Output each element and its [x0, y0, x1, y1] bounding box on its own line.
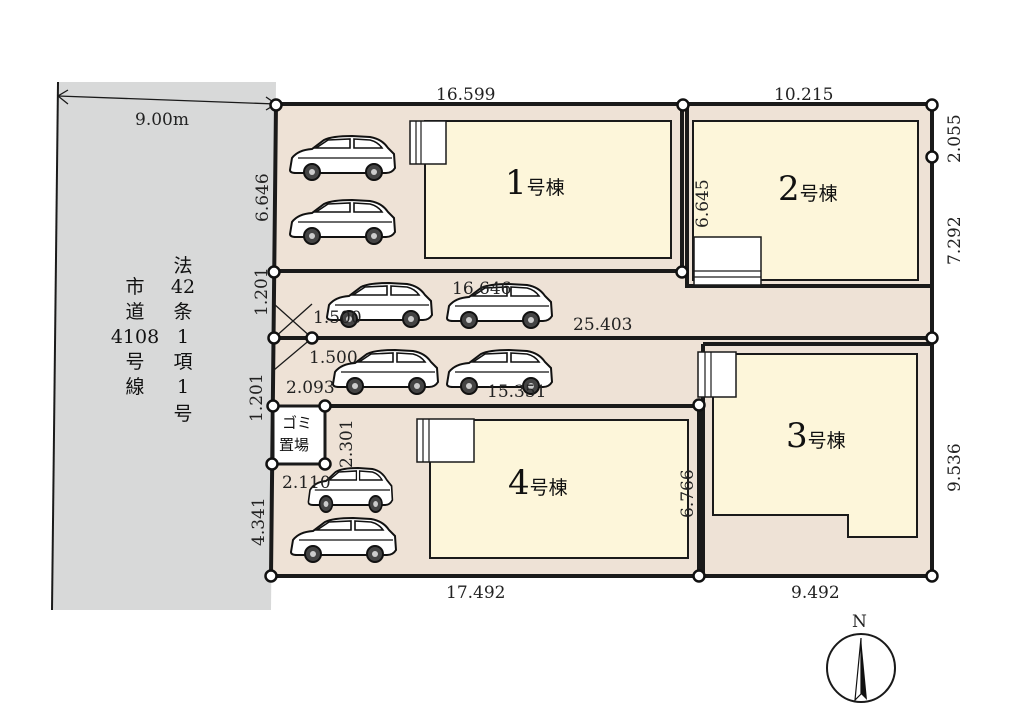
house-3 [712, 353, 918, 538]
dim-right-lot2: 7.292 [945, 216, 965, 265]
svg-text:道: 道 [125, 301, 144, 323]
road-width-label: 9.00m [135, 110, 189, 130]
svg-text:市: 市 [125, 276, 144, 298]
dim-lane-middle: 25.403 [573, 315, 632, 335]
dim-lane2-length: 15.351 [487, 382, 546, 402]
garbage-label-line1: ゴミ [282, 414, 312, 432]
svg-text:条: 条 [173, 301, 192, 323]
svg-text:号: 号 [125, 351, 144, 373]
dim-lane1-length: 16.646 [452, 279, 511, 299]
dim-right-top: 2.055 [945, 114, 965, 163]
compass-needle-icon [861, 638, 867, 700]
dim-left-lot1: 6.646 [253, 173, 273, 222]
dim-lot2-left: 6.645 [693, 179, 713, 228]
road-width-arrow-left [56, 89, 69, 105]
svg-text:42: 42 [171, 276, 195, 298]
dim-left-lot4: 4.341 [249, 497, 269, 546]
road-area [52, 82, 276, 610]
garbage-area [271, 404, 327, 466]
dim-top-lot1: 16.599 [436, 85, 495, 105]
house-4-entry [416, 418, 475, 463]
house-2-entry [693, 236, 762, 286]
dim-bottom-lot3: 9.492 [791, 583, 840, 603]
house-3-label: 3号棟 [786, 416, 846, 456]
svg-text:項: 項 [173, 351, 192, 373]
road-law-text: 法 42 条 1 項 1 号 [171, 255, 195, 425]
corner-cut-line [273, 337, 313, 371]
corner-cut-line [273, 303, 313, 339]
dim-bottom-lot4: 17.492 [446, 583, 505, 603]
dim-top-lot2: 10.215 [774, 85, 833, 105]
compass-needle-icon [854, 637, 862, 702]
svg-text:法: 法 [173, 255, 192, 277]
house-2-label: 2号棟 [778, 169, 838, 209]
dim-diagonal-2: 1.500 [309, 348, 358, 368]
dim-left-lane1: 1.201 [252, 267, 272, 316]
boundary-markers [264, 98, 939, 583]
svg-text:線: 線 [125, 376, 144, 398]
north-compass: N [826, 612, 896, 703]
garbage-label-line2: 置場 [279, 436, 309, 454]
road-width-dimension-line [57, 95, 277, 105]
svg-text:1: 1 [177, 376, 189, 398]
compass-north-label: N [852, 612, 867, 632]
dim-diagonal-1: 1.500 [313, 308, 362, 328]
road-name-text: 市 道 4108 号 線 [111, 276, 159, 398]
dim-lot4-right: 6.766 [678, 469, 698, 518]
dim-left-lane2: 1.201 [247, 373, 267, 422]
svg-text:号: 号 [173, 403, 192, 425]
house-1-label: 1号棟 [505, 163, 565, 203]
dim-garbage-height: 2.301 [337, 419, 357, 468]
boundary-lot2 [685, 104, 932, 288]
road-edge-left [51, 81, 59, 611]
house-3-entry [697, 351, 737, 398]
house-4-label: 4号棟 [508, 463, 568, 503]
house-1 [424, 120, 672, 259]
dim-right-lot3: 9.536 [945, 443, 965, 492]
svg-text:4108: 4108 [111, 326, 159, 348]
dim-lane2-start: 2.093 [286, 378, 335, 398]
dim-garbage-width: 2.110 [282, 473, 331, 493]
svg-text:1: 1 [177, 326, 189, 348]
